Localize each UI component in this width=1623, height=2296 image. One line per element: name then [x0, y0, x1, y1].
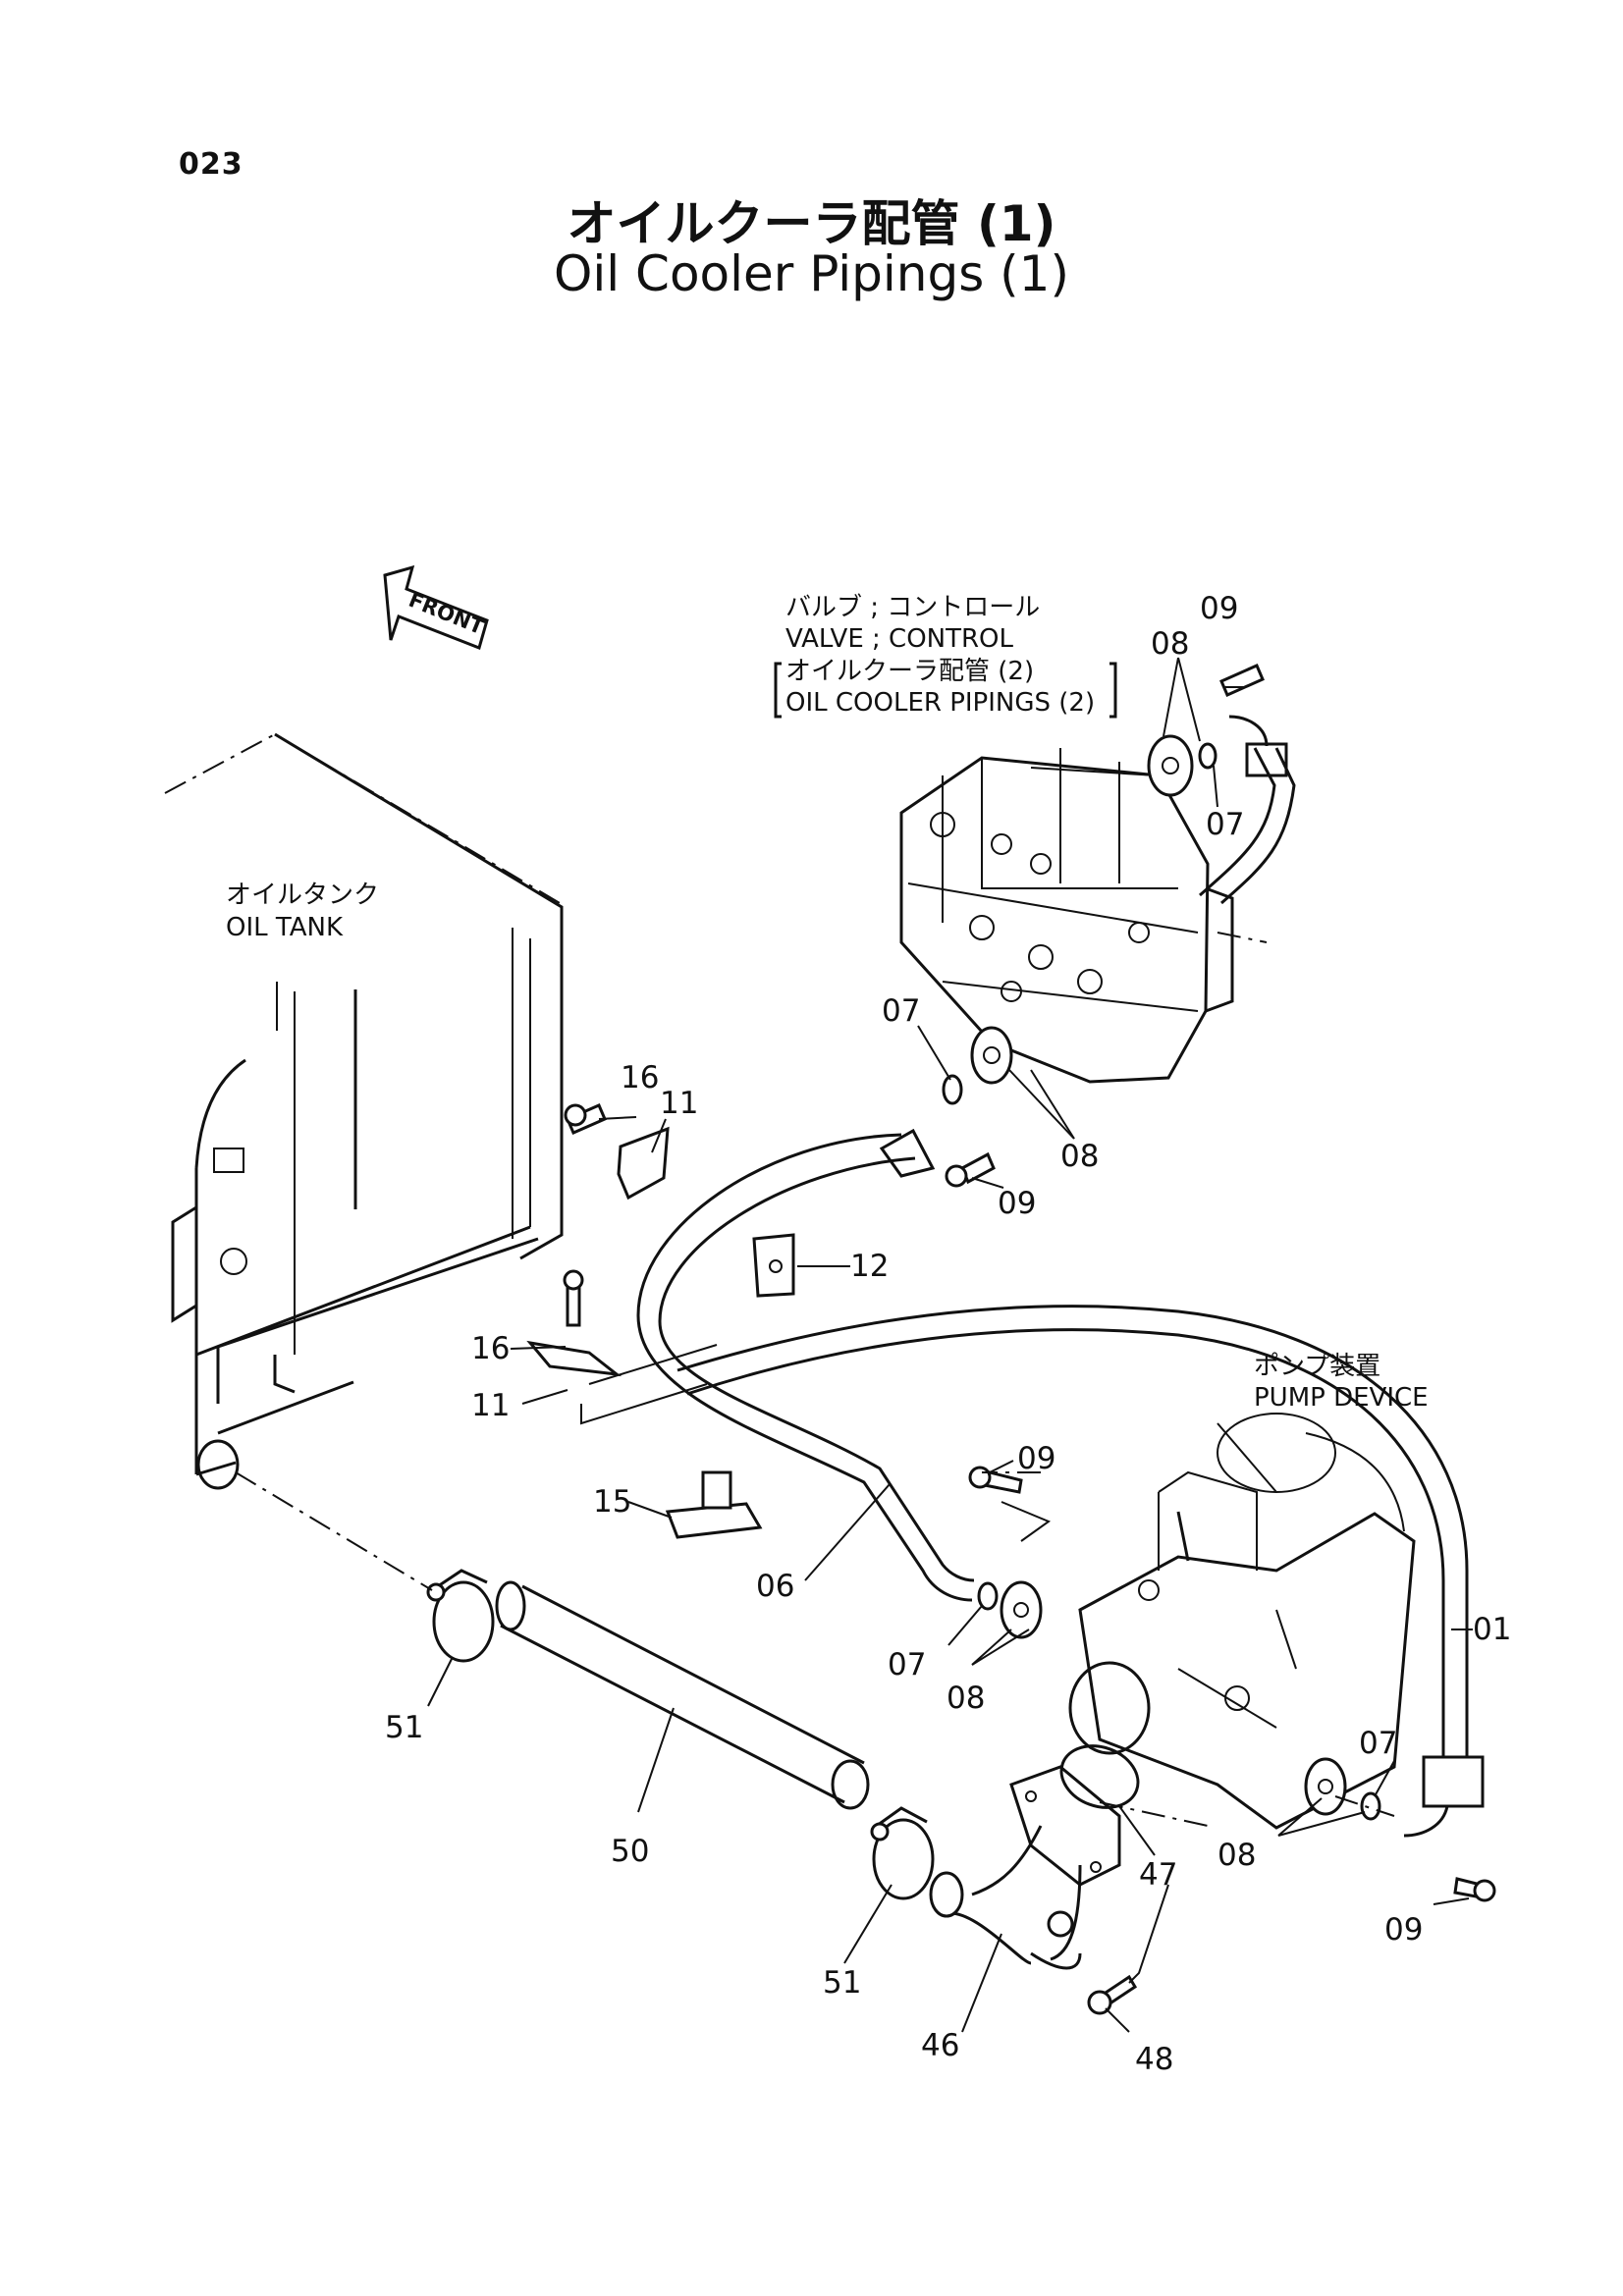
callout-16-lower: 16 [471, 1331, 510, 1366]
title-english: Oil Cooler Pipings (1) [554, 245, 1069, 302]
hose-50 [495, 1580, 870, 1810]
callout-06: 06 [756, 1569, 794, 1604]
callout-50: 50 [611, 1834, 649, 1869]
callout-11-lower: 11 [471, 1388, 510, 1423]
callout-07-valve: 07 [882, 993, 920, 1029]
callout-07-pump: 07 [888, 1647, 926, 1682]
callout-08-valve: 08 [1060, 1139, 1099, 1174]
reference-label-en: OIL COOLER PIPINGS (2) [785, 688, 1095, 718]
hose-06 [636, 1128, 975, 1602]
callout-47: 47 [1139, 1857, 1177, 1893]
callout-01: 01 [1473, 1612, 1511, 1647]
callout-08-right: 08 [1217, 1838, 1256, 1873]
flange-lower-right [1304, 1757, 1496, 1902]
hose-01 [676, 1305, 1485, 1838]
callout-09-valve: 09 [998, 1186, 1036, 1221]
hose-upper-right [1199, 715, 1296, 905]
callout-16-upper: 16 [621, 1060, 659, 1095]
title-japanese: オイルクーラ配管 (1) [567, 195, 1056, 252]
control-valve: バルブ ; コントロール VALVE ; CONTROL オイルクーラ配管 (2… [774, 593, 1234, 1084]
callout-07-right: 07 [1359, 1726, 1397, 1761]
reference-label-ja: オイルクーラ配管 (2) [785, 657, 1034, 686]
front-label: FRONT [406, 588, 488, 640]
front-arrow-icon: FRONT [383, 564, 489, 650]
valve-label-ja: バルブ ; コントロール [785, 593, 1040, 622]
clamp-51-lower [870, 1806, 935, 1900]
callouts: 09 08 07 07 08 09 16 11 12 16 11 15 09 0… [385, 591, 1511, 2077]
callout-08-pump: 08 [947, 1681, 985, 1716]
oil-tank-label-ja: オイルタンク [226, 881, 379, 910]
valve-label-en: VALVE ; CONTROL [785, 624, 1014, 654]
callout-12: 12 [850, 1249, 889, 1284]
brackets [526, 1103, 795, 1539]
pump-label-en: PUMP DEVICE [1254, 1383, 1429, 1413]
oil-tank: オイルタンク OIL TANK [164, 732, 564, 1490]
callout-46: 46 [921, 2028, 959, 2063]
centerlines [235, 932, 1395, 1827]
o-ring-47 [1059, 1744, 1140, 1809]
callout-51-upper: 51 [385, 1710, 423, 1745]
clamp-51-upper [426, 1569, 495, 1663]
callout-09-right: 09 [1384, 1912, 1423, 1948]
flange-pump [968, 1466, 1052, 1639]
callout-09-top: 09 [1200, 591, 1238, 626]
page-number: 023 [179, 147, 243, 182]
callout-07-top: 07 [1206, 807, 1244, 842]
flange-lower [942, 1026, 1013, 1188]
callout-08-top: 08 [1151, 626, 1189, 662]
callout-09-pump: 09 [1017, 1441, 1055, 1476]
pipe-46-elbow [929, 1765, 1121, 1970]
oil-tank-label-en: OIL TANK [226, 913, 344, 942]
callout-48: 48 [1135, 2042, 1173, 2077]
callout-51-lower: 51 [823, 1965, 861, 2001]
bolt-48 [1087, 1884, 1169, 2015]
flange-upper [1147, 664, 1265, 797]
callout-11-upper: 11 [660, 1086, 698, 1121]
leader-lines [427, 657, 1473, 2033]
callout-15: 15 [593, 1484, 631, 1520]
